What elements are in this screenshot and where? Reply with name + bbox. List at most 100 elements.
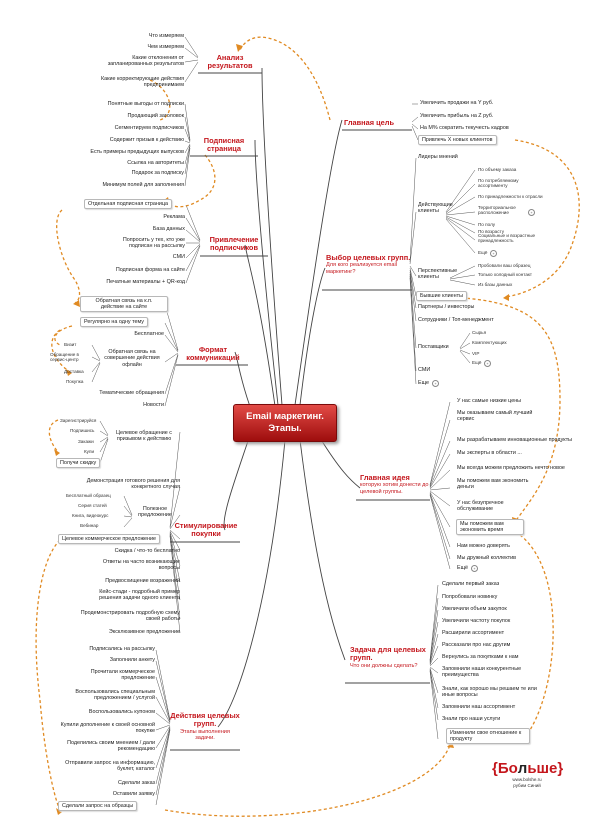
stim-item[interactable]: Ответы на часто возникающие вопросы	[102, 559, 180, 572]
segment-item[interactable]: Поставщики	[418, 344, 449, 350]
analysis-item[interactable]: Чем измеряем	[147, 44, 184, 50]
segment-item[interactable]: Партнеры / инвесторы	[418, 304, 475, 310]
attract-item[interactable]: Реклама	[163, 214, 185, 220]
branch-stimulate-title[interactable]: Стимулирование покупки	[174, 521, 238, 539]
client-subitem[interactable]: По принадлежности к отрасли	[478, 194, 543, 199]
format-item[interactable]: Тематические обращения	[99, 390, 164, 396]
action-item[interactable]: Воспользовались купоном	[88, 709, 155, 715]
client-subitem[interactable]: По полу	[478, 222, 496, 227]
action-item[interactable]: Отправили запрос на информацию, буклет, …	[65, 760, 155, 773]
branch-actions[interactable]: Действия целевых групп. Этапы выполнения…	[170, 711, 240, 742]
idea-item[interactable]: Мы разрабатываем инновационные продукты	[457, 437, 573, 443]
supplier-subitem[interactable]: VIP	[472, 351, 480, 356]
task-item[interactable]: Увеличили объем закупок	[442, 606, 507, 612]
format-subitem[interactable]: Покупка	[66, 379, 84, 384]
stim-subitem-boxed[interactable]: Получи скидку	[56, 458, 101, 469]
prospect-subitem[interactable]: Из базы данных	[478, 282, 513, 287]
stim-item[interactable]: Предвосхищение возражений	[105, 578, 180, 584]
branch-attract-title[interactable]: Привлечение подписчиков	[209, 235, 259, 253]
segment-item[interactable]: Лидеры мнений	[418, 154, 458, 160]
stim-item[interactable]: Скидка / что-то бесплатно	[114, 548, 180, 554]
task-item-boxed[interactable]: Изменили свое отношение к продукту	[446, 728, 530, 745]
format-item[interactable]: Обратная связь на совершение действия оф…	[104, 349, 160, 368]
prospect-subitem[interactable]: Пробовали ваш образец	[478, 263, 531, 268]
goal-item[interactable]: На M% сократить текучесть кадров	[420, 125, 509, 131]
segment-item[interactable]: Сотрудники / Топ-менеджмент	[418, 317, 494, 323]
attract-item[interactable]: Печатные материалы + QR-код	[106, 279, 185, 285]
branch-task[interactable]: Задача для целевых групп. Что они должны…	[350, 645, 428, 669]
supplier-subitem[interactable]: Ещё	[472, 360, 482, 365]
branch-analysis-title[interactable]: Анализ результатов	[207, 53, 253, 71]
format-item[interactable]: Новости	[143, 402, 164, 408]
analysis-item[interactable]: Какие корректирующие действия предприним…	[100, 76, 184, 89]
segment-item[interactable]: Перспективные клиенты	[418, 268, 458, 281]
stim-subitem[interactable]: Подпишись	[70, 428, 95, 433]
format-item-boxed[interactable]: Регулярно на одну тему	[80, 317, 148, 328]
attract-item[interactable]: Попросить у тех, кто уже подписан на рас…	[122, 237, 185, 250]
client-subitem[interactable]: По потребляемому ассортименту	[478, 178, 519, 189]
idea-item[interactable]: У нас самые низкие цены	[457, 398, 522, 404]
expand-plus-icon[interactable]: +	[484, 360, 491, 367]
idea-item[interactable]: Мы всегда можем предложить нечто новое	[457, 465, 565, 471]
stim-item[interactable]: Эксклюзивное предложение	[108, 629, 180, 635]
supplier-subitem[interactable]: Сырья	[472, 330, 487, 335]
goal-item-boxed[interactable]: Привлечь X новых клиентов	[418, 135, 497, 146]
stim-subitem2[interactable]: Серия статей	[78, 503, 107, 508]
expand-plus-icon[interactable]: +	[471, 565, 478, 572]
branch-subscribe-page-title[interactable]: Подписная страница	[203, 136, 245, 154]
central-topic[interactable]: Email маркетинг. Этапы.	[233, 404, 337, 442]
branch-idea[interactable]: Главная идея которую хотим донести до це…	[360, 473, 432, 495]
stim-subitem[interactable]: Купи	[84, 449, 95, 454]
segment-item[interactable]: СМИ	[418, 367, 431, 373]
subscribe-item[interactable]: Минимум полей для заполнения	[102, 182, 184, 188]
stim-subitem2[interactable]: Книга, видеокурс	[72, 513, 109, 518]
action-item[interactable]: Поделились своим мнением / дали рекоменд…	[67, 740, 155, 753]
idea-item[interactable]: Мы дружный коллектив	[457, 555, 517, 561]
subscribe-item[interactable]: Подарок за подписку	[131, 170, 184, 176]
task-item[interactable]: Знали, как хорошо мы решаем те или иные …	[442, 686, 537, 699]
client-subitem[interactable]: По возрасту	[478, 229, 504, 234]
stim-item[interactable]: Кейс-стади - подробный пример решения за…	[99, 589, 180, 602]
subscribe-item[interactable]: Содержит призыв к действию	[109, 137, 184, 143]
task-item[interactable]: Увеличили частоту покупок	[442, 618, 511, 624]
idea-item[interactable]: Ещё	[457, 565, 469, 571]
task-item[interactable]: Рассказали про нас другим	[442, 642, 511, 648]
analysis-item[interactable]: Что измеряем	[148, 33, 184, 39]
stim-item[interactable]: Целевое обращение с призывом к действию	[116, 430, 172, 443]
expand-plus-icon[interactable]: +	[528, 209, 535, 216]
action-item[interactable]: Подписались на рассылку	[89, 646, 155, 652]
action-item[interactable]: Оставили заявку	[112, 791, 155, 797]
segment-item[interactable]: Действующие клиенты	[418, 202, 453, 215]
task-item[interactable]: Попробовали новинку	[442, 594, 498, 600]
subscribe-item[interactable]: Ссылка на авторитеты	[127, 160, 184, 166]
format-item-boxed[interactable]: Обратная связь на к.п. действие на сайте	[80, 296, 168, 313]
format-subitem[interactable]: Визит	[64, 342, 77, 347]
stim-subitem[interactable]: Закажи	[78, 439, 94, 444]
supplier-subitem[interactable]: Комплектующих	[472, 340, 507, 345]
branch-goal-title[interactable]: Главная цель	[344, 118, 395, 127]
subscribe-item[interactable]: Продающий заголовок	[127, 113, 184, 119]
client-subitem[interactable]: Социальные и возрастные принадлежность	[478, 233, 536, 244]
goal-item[interactable]: Увеличить продажи на Y руб.	[420, 100, 494, 106]
idea-item[interactable]: Мы поможем вам экономить деньги	[457, 478, 529, 491]
action-item-boxed[interactable]: Сделали запрос на образцы	[58, 801, 138, 812]
subscribe-item[interactable]: Сегментируем подписчиков	[114, 125, 184, 131]
format-subitem[interactable]: Обращение в сервис-центр	[50, 352, 79, 363]
format-item[interactable]: Бесплатное	[134, 331, 164, 337]
action-item[interactable]: Прочитали коммерческое предложение	[90, 669, 155, 682]
attract-item-boxed[interactable]: Отдельная подписная страница	[84, 199, 172, 210]
task-item[interactable]: Запомнили наш ассортимент	[442, 704, 516, 710]
expand-plus-icon[interactable]: +	[432, 380, 439, 387]
action-item[interactable]: Заполнили анкету	[109, 657, 155, 663]
expand-plus-icon[interactable]: +	[490, 250, 497, 257]
task-item[interactable]: Вернулись за покупками к нам	[442, 654, 519, 660]
task-item[interactable]: Знали про наши услуги	[442, 716, 501, 722]
idea-item[interactable]: Мы эксперты в области ...	[457, 450, 522, 456]
segment-item-boxed[interactable]: Бывшие клиенты	[416, 291, 468, 302]
stim-item[interactable]: Продемонстрировать подробную схему своей…	[80, 610, 180, 623]
idea-item[interactable]: Нам можно доверять	[457, 543, 510, 549]
client-subitem[interactable]: Территориальное расположение	[478, 205, 516, 216]
stim-item-boxed[interactable]: Целевое коммерческое предложение	[58, 534, 161, 545]
stim-item[interactable]: Демонстрация готового решения для конкре…	[86, 478, 180, 491]
goal-item[interactable]: Увеличить прибыль на Z руб.	[420, 113, 494, 119]
